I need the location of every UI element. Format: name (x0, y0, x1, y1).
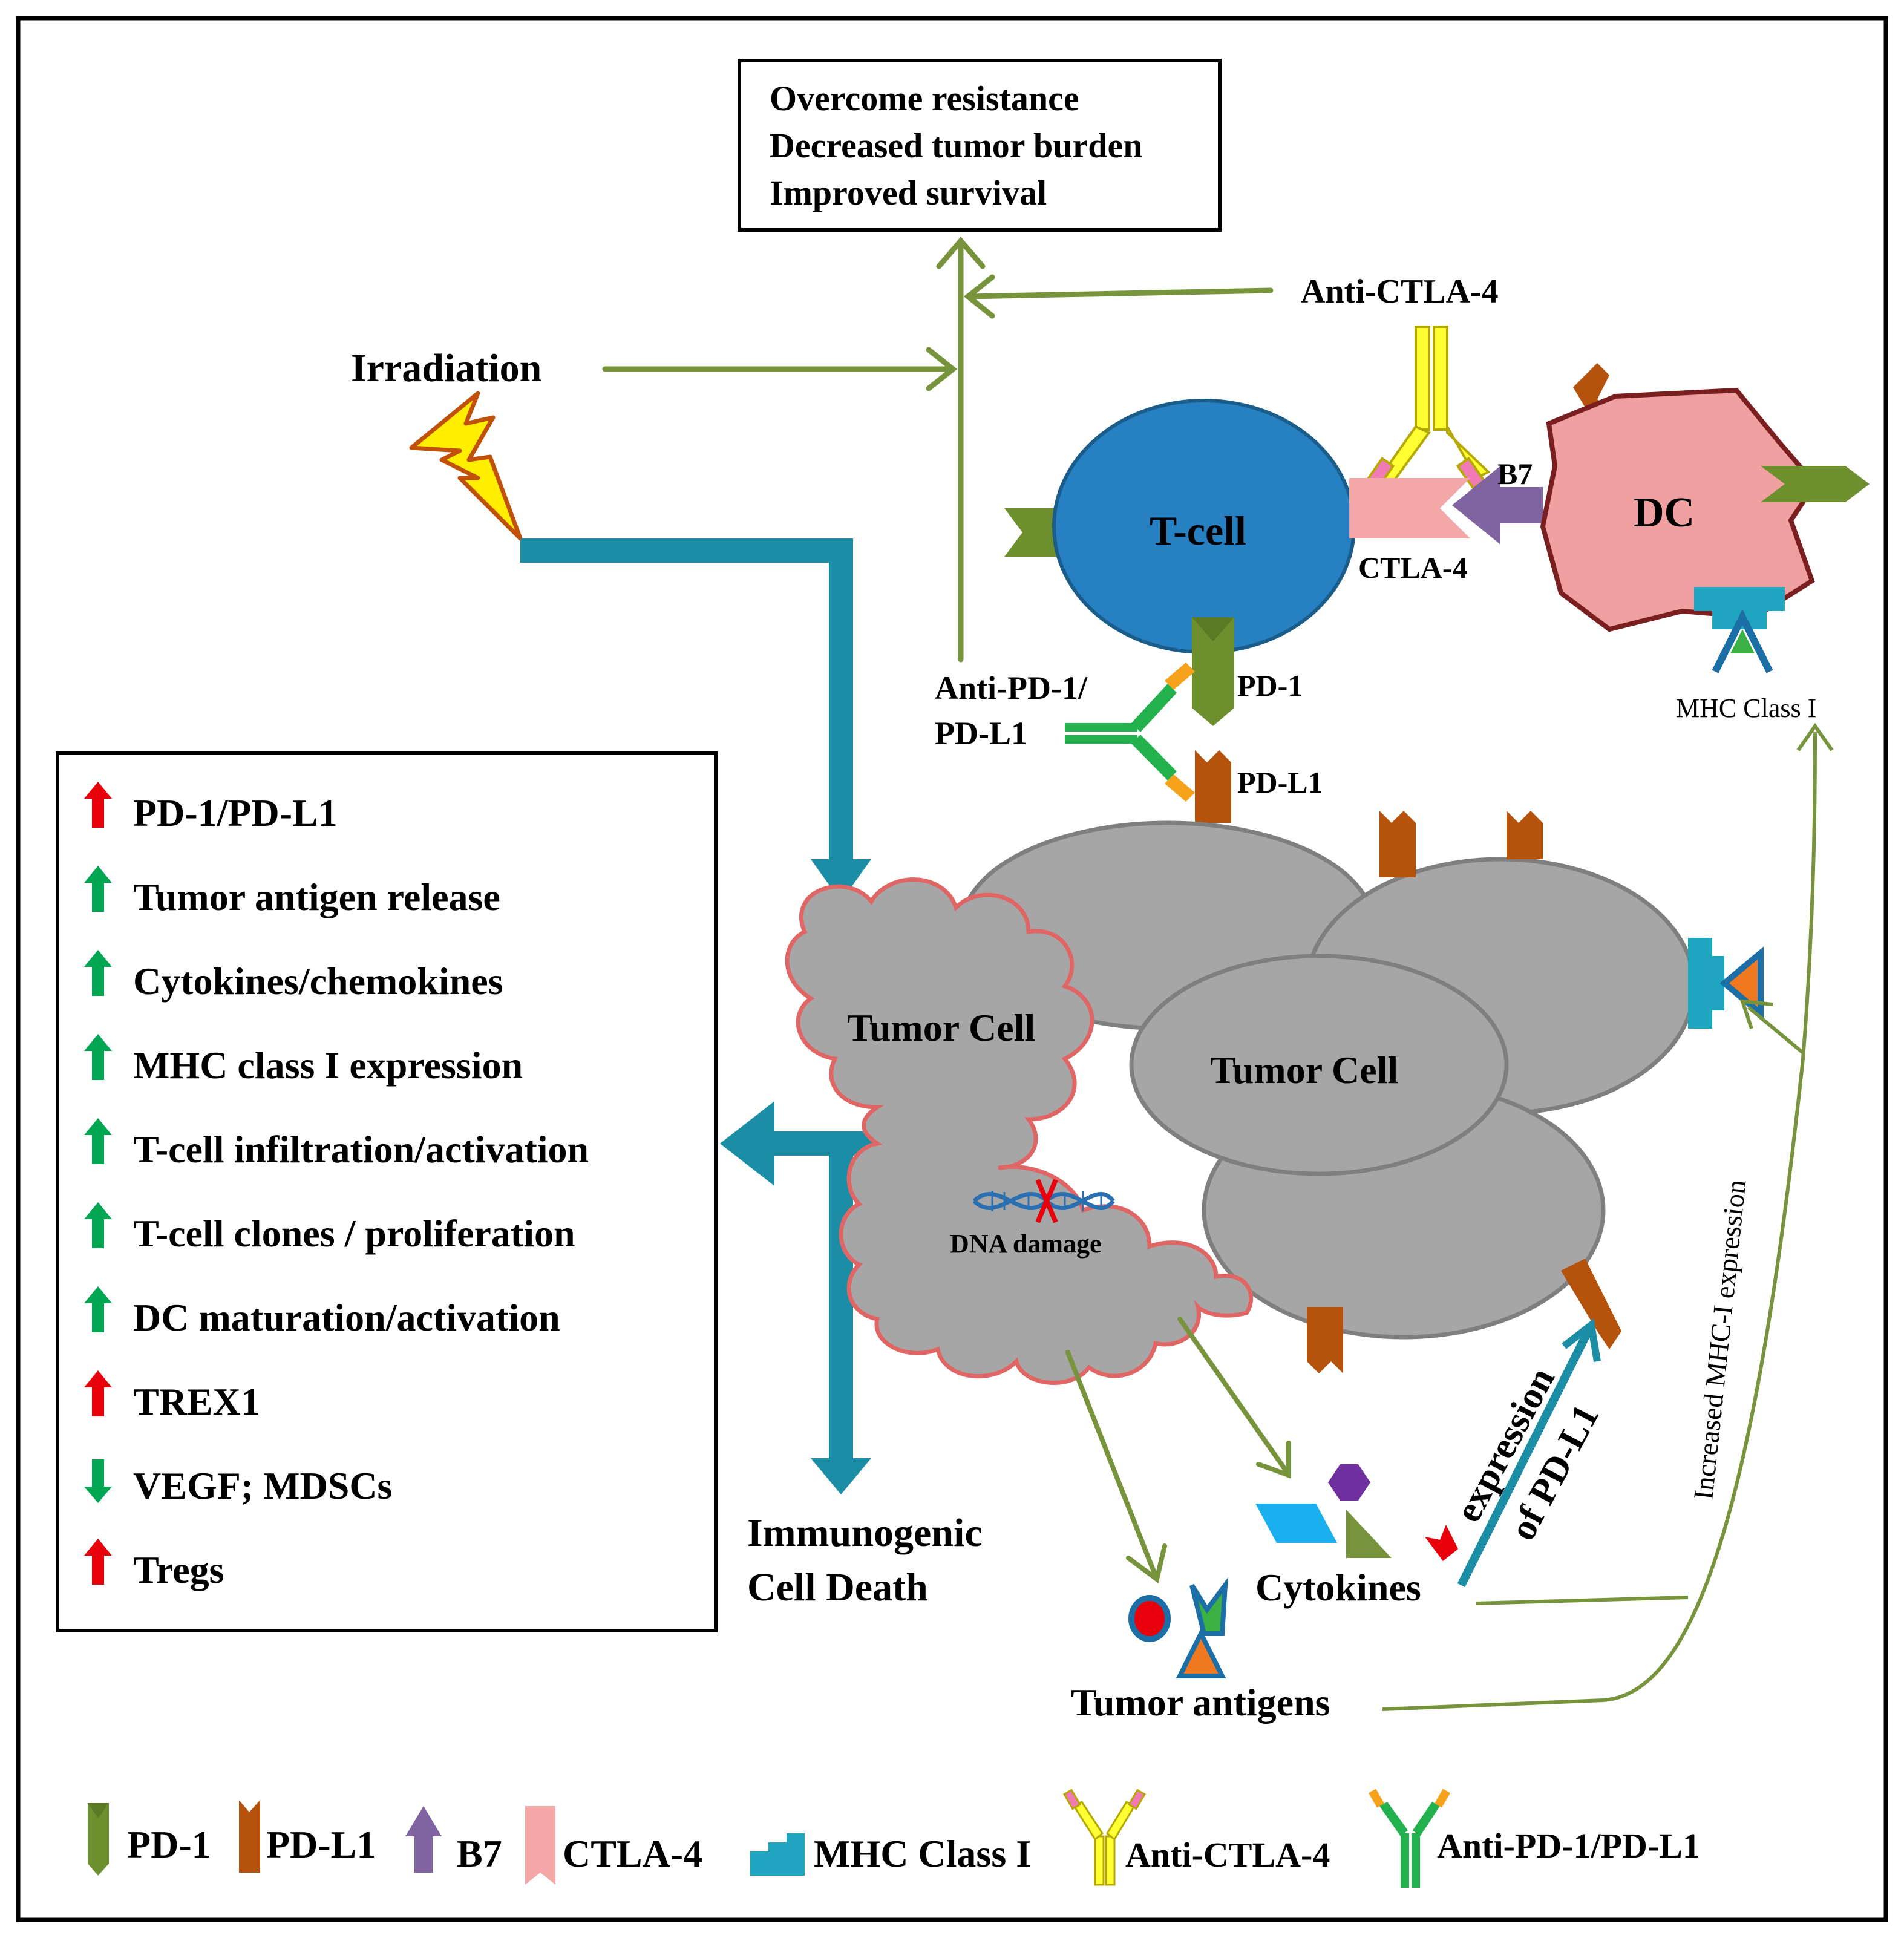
tumor-cell-left-label: Tumor Cell (847, 1006, 1035, 1049)
legend-anti-pd1-icon (1368, 1789, 1451, 1888)
legend-ctla4-label: CTLA-4 (563, 1832, 702, 1875)
irradiated-tumor-cell: Tumor Cell DNA damage (785, 877, 1254, 1385)
tumor-antigens-label: Tumor antigens (1071, 1681, 1330, 1724)
effect-label: PD-1/PD-L1 (133, 791, 338, 834)
up-arrow-icon (84, 1202, 112, 1248)
pdl1-label: PD-L1 (1237, 765, 1323, 799)
up-arrow-icon (84, 1539, 112, 1585)
legend-anti-pd1-label: Anti-PD-1/PD-L1 (1437, 1826, 1700, 1865)
effect-item: Tregs (84, 1539, 224, 1591)
effect-label: T-cell clones / proliferation (133, 1212, 575, 1255)
up-arrow-icon (84, 1370, 112, 1416)
effect-item: DC maturation/activation (84, 1286, 560, 1339)
pdl1-top: PD-L1 (1195, 750, 1323, 823)
legend-pdl1-icon (239, 1800, 260, 1873)
effect-item: VEGF; MDSCs (84, 1459, 392, 1507)
effect-label: TREX1 (133, 1380, 260, 1423)
icd-label-line1: Immunogenic (747, 1511, 983, 1555)
tumor-antigen-shapes (1128, 1577, 1228, 1678)
anti-pd1-label-line2: PD-L1 (935, 715, 1027, 751)
outcome-1: Overcome resistance (770, 79, 1079, 118)
legend: PD-1 PD-L1 B7 CTLA-4 MHC Class I Anti-CT… (88, 1789, 1700, 1888)
pd1-label: PD-1 (1237, 669, 1303, 702)
effect-item: PD-1/PD-L1 (84, 782, 338, 834)
effect-label: DC maturation/activation (133, 1296, 560, 1339)
outcomes-box: Overcome resistance Decreased tumor burd… (738, 59, 1222, 232)
effect-label: T-cell infiltration/activation (133, 1128, 589, 1171)
effect-item: TREX1 (84, 1370, 260, 1423)
b7-ligand (1452, 466, 1543, 545)
dna-damage-label: DNA damage (950, 1229, 1102, 1259)
effect-label: VEGF; MDSCs (133, 1464, 392, 1507)
outcome-3: Improved survival (770, 173, 1047, 212)
down-arrow-icon (84, 1459, 112, 1503)
cytokine-shapes (1255, 1464, 1392, 1558)
dc-label: DC (1634, 489, 1695, 536)
anti-pd1-antibody-icon (1065, 663, 1195, 802)
anti-ctla4-antibody-icon (1365, 326, 1491, 490)
up-arrow-icon (84, 1286, 112, 1332)
legend-mhc-label: MHC Class I (814, 1832, 1031, 1875)
tumor-cell-right-label: Tumor Cell (1210, 1049, 1398, 1092)
legend-ctla4-icon (525, 1806, 555, 1885)
effect-item: Cytokines/chemokines (84, 950, 503, 1003)
lightning-icon (409, 391, 523, 541)
effect-item: T-cell clones / proliferation (84, 1202, 575, 1255)
green-arrows-from-tumor (1065, 1317, 1291, 1583)
mhc-class-i-label: MHC Class I (1676, 693, 1816, 723)
dc-right-receptor (1761, 466, 1870, 502)
cytokines-label: Cytokines (1255, 1566, 1421, 1609)
up-arrow-icon (84, 782, 112, 828)
effect-item: MHC class I expression (84, 1034, 523, 1087)
outcome-2: Decreased tumor burden (770, 126, 1142, 165)
pdl1-expression-arrow (1425, 1318, 1601, 1588)
legend-b7-label: B7 (457, 1832, 502, 1875)
dna-icon (972, 1179, 1115, 1223)
tcell-label: T-cell (1150, 508, 1246, 554)
up-arrow-icon (84, 1034, 112, 1080)
icd-label-line2: Cell Death (747, 1565, 928, 1609)
mhc-expression-lines (1382, 722, 1834, 1711)
ctla4-label: CTLA-4 (1358, 551, 1468, 584)
legend-b7-icon (405, 1806, 442, 1873)
teal-irradiation-path (520, 538, 877, 1494)
b7-label: B7 (1497, 457, 1533, 491)
tcell-group: T-cell PD-1 (1004, 399, 1356, 726)
ctla4-receptor (1349, 478, 1470, 538)
legend-anti-ctla4-icon (1062, 1789, 1147, 1886)
up-arrow-icon (84, 866, 112, 912)
tumor-mhc-receptor (1688, 938, 1764, 1029)
tcell-left-receptor (1004, 508, 1065, 557)
dc-mhc-receptor (1694, 587, 1785, 629)
legend-anti-ctla4-label: Anti-CTLA-4 (1125, 1835, 1330, 1874)
up-arrow-icon (84, 950, 112, 996)
tumor-pdl1-receptors (1307, 811, 1621, 1373)
legend-pdl1-label: PD-L1 (266, 1823, 376, 1866)
effect-label: MHC class I expression (133, 1044, 523, 1087)
outer-frame (16, 16, 1888, 1922)
anti-ctla4-label: Anti-CTLA-4 (1301, 273, 1499, 310)
up-arrow-icon (84, 1118, 112, 1164)
legend-pd1-icon (88, 1803, 109, 1876)
effect-label: Cytokines/chemokines (133, 960, 503, 1003)
effect-label: Tregs (133, 1548, 224, 1591)
legend-pd1-label: PD-1 (127, 1823, 211, 1866)
green-arrows-to-outcomes (602, 237, 1274, 663)
effect-item: T-cell infiltration/activation (84, 1118, 589, 1171)
legend-mhc-icon (750, 1833, 805, 1876)
effect-item: Tumor antigen release (84, 866, 500, 918)
effect-label: Tumor antigen release (133, 876, 500, 918)
dc-group: DC MHC Class I (1540, 363, 1870, 723)
anti-pd1-label-line1: Anti-PD-1/ (935, 670, 1088, 706)
irradiation-label: Irradiation (351, 346, 541, 390)
pd1-receptor (1192, 617, 1234, 726)
